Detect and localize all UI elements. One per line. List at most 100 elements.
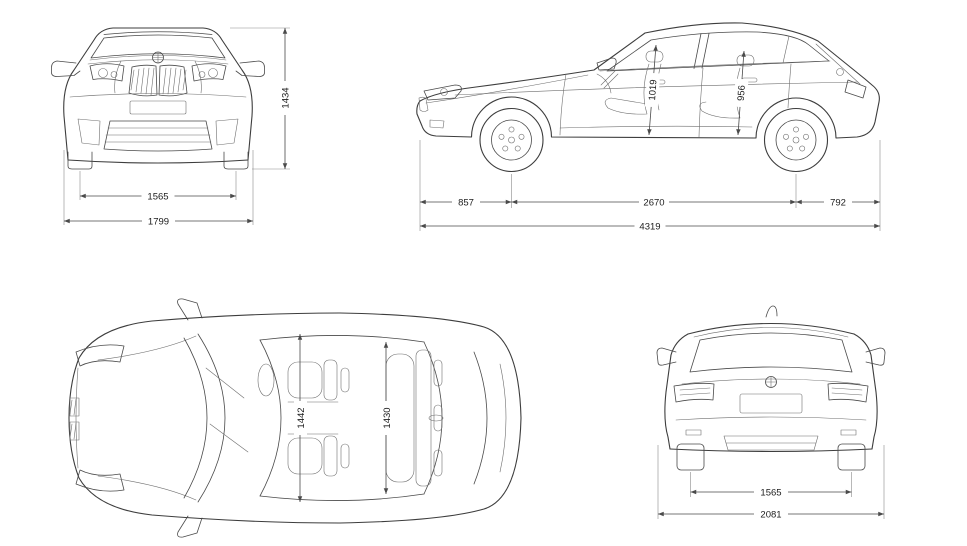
- side-rear-lugs: [783, 126, 809, 152]
- front-view: 1565 1799 1434: [51, 27, 292, 228]
- top-front-width-label: 1442: [296, 407, 307, 428]
- top-steering-wheel: [257, 363, 275, 397]
- top-rear-bench-backrest: [415, 349, 432, 487]
- side-fuel-filler: [836, 68, 844, 76]
- front-width-label: 1799: [148, 217, 169, 228]
- top-front-seat-left-cushion: [287, 361, 323, 399]
- label-background: [634, 220, 666, 232]
- top-antenna-fin: [428, 414, 444, 422]
- rear-diffuser: [723, 435, 819, 451]
- rear-wheel-right: [837, 443, 866, 471]
- side-mirror: [596, 57, 617, 71]
- side-quarter-divider: [782, 35, 790, 64]
- side-dashboard: [596, 73, 612, 94]
- top-rear-width-label: 1430: [382, 407, 393, 428]
- front-headlight-left-lamp-outer: [98, 68, 108, 78]
- label-background: [644, 72, 661, 108]
- rear-bumper-lower-edge: [669, 448, 873, 453]
- front-mirror-right: [235, 60, 265, 77]
- top-view: 1442 1430: [68, 298, 522, 538]
- rear-bmw-roundel-cross: [765, 376, 777, 388]
- front-bumper-upper-line: [69, 93, 247, 98]
- side-body-outline: [416, 22, 880, 139]
- side-rear-tire: [763, 107, 829, 173]
- side-front-tire: [479, 107, 544, 173]
- side-door-seams: [559, 63, 792, 138]
- label-background: [733, 78, 749, 108]
- rear-mirror-left: [656, 347, 677, 366]
- side-hatch-inner-line: [815, 43, 861, 85]
- front-headlight-right: [191, 63, 227, 82]
- rear-taillight-right-lines: [831, 387, 863, 396]
- side-b-pillar: [693, 33, 710, 69]
- top-body-outline: [68, 312, 522, 524]
- label-background: [141, 190, 175, 202]
- top-front-seat-left-backrest: [323, 359, 338, 401]
- front-intake-slats: [104, 127, 212, 143]
- top-front-seat-left-headrest: [340, 367, 350, 393]
- top-rear-headrest-center: [433, 404, 443, 432]
- front-height-label: 1434: [281, 87, 292, 108]
- rear-taillight-left: [673, 382, 715, 403]
- side-rear-hub: [792, 136, 800, 144]
- front-wheels: [67, 151, 249, 170]
- front-headlight-right-lamp-inner: [198, 71, 206, 78]
- rear-mirror-right: [865, 347, 886, 366]
- extension-lines: [63, 150, 254, 225]
- side-front-lugs: [498, 126, 525, 152]
- side-overall-length-label: 4319: [639, 221, 660, 232]
- side-headlight: [423, 84, 462, 101]
- side-grille: [418, 96, 429, 112]
- side-rear-headroom-label: 956: [736, 85, 748, 102]
- top-front-face-crease: [75, 367, 79, 469]
- dimension-rear-width-mirrors: 2081: [657, 445, 885, 520]
- label-background: [294, 401, 307, 435]
- top-grille-hatch: [69, 398, 77, 440]
- top-roof-front-edge: [259, 339, 282, 497]
- dimension-side-rear-headroom: 956: [733, 50, 749, 136]
- label-background: [754, 508, 788, 520]
- side-sill-crease: [559, 125, 753, 129]
- rear-view: 1565 2081: [656, 305, 886, 520]
- front-headlight-left-lamp-inner: [110, 71, 118, 78]
- side-beltline: [599, 60, 831, 72]
- label-background: [824, 196, 852, 208]
- front-lower-intake: [103, 120, 213, 152]
- front-track-label: 1565: [147, 192, 168, 203]
- front-grille-hatch: [130, 67, 187, 96]
- front-mirror-left: [51, 60, 81, 77]
- top-mirror-left: [177, 298, 203, 321]
- rear-taillight-left-lines: [679, 387, 711, 396]
- side-wheelbase-label: 2670: [643, 197, 664, 208]
- rear-taillight-right: [827, 382, 869, 403]
- front-body-outline: [63, 27, 253, 161]
- top-wipers: [205, 367, 249, 453]
- rear-tailgate-bottom-seam: [675, 416, 867, 421]
- rear-width-mirrors-label: 2081: [760, 509, 781, 520]
- front-headlight-left: [89, 63, 125, 82]
- side-fog-vent: [429, 119, 445, 129]
- top-bonnet-creases: [97, 335, 197, 501]
- rear-reflector-right: [840, 429, 857, 436]
- top-front-seat-right-cushion: [287, 437, 323, 475]
- side-front-hub: [508, 136, 515, 144]
- rear-reflector-left: [685, 429, 702, 436]
- front-license-plate: [129, 100, 187, 115]
- front-bonnet-creases: [114, 60, 202, 94]
- rear-window: [689, 332, 853, 373]
- front-side-scoops: [77, 118, 239, 146]
- top-rear-headrest-left: [433, 359, 443, 387]
- extension-lines: [419, 140, 881, 231]
- dimension-front-width: 1799: [63, 150, 254, 228]
- side-headlight-lamp: [440, 88, 448, 96]
- rotated-label: 1434: [278, 81, 292, 115]
- label-background: [639, 196, 669, 208]
- side-rear-seat: [699, 67, 741, 119]
- label-background: [278, 81, 292, 115]
- top-kidney-grille-upper: [69, 397, 80, 417]
- front-bmw-roundel-cross: [152, 51, 164, 64]
- label-background: [380, 401, 393, 435]
- side-front-rim: [491, 119, 532, 161]
